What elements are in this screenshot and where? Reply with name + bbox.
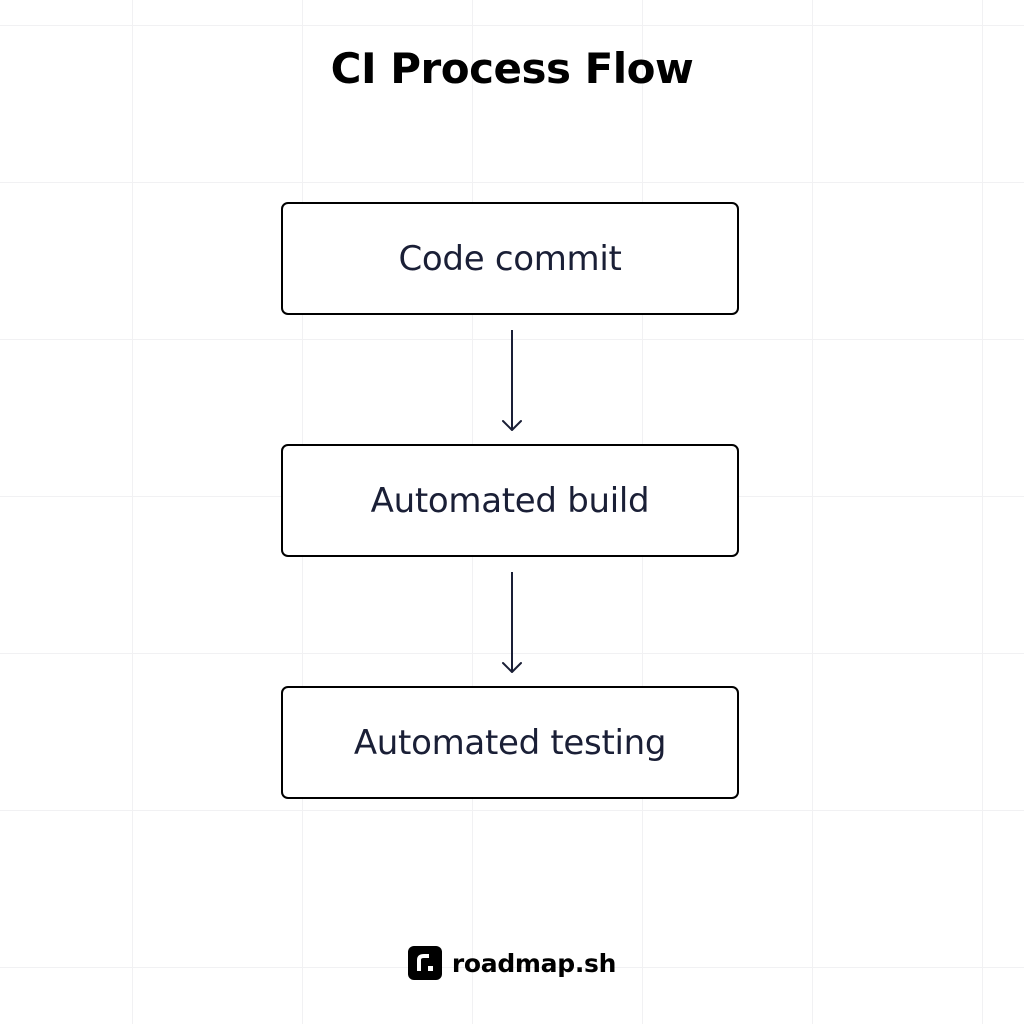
arrow-down-icon <box>502 330 522 431</box>
arrow-down-icon <box>502 572 522 673</box>
brand-name: roadmap.sh <box>451 948 617 978</box>
diagram-title: CI Process Flow <box>330 44 694 93</box>
step-label: Automated build <box>370 480 650 521</box>
brand-footer: roadmap.sh <box>0 946 1024 980</box>
roadmap-logo-icon <box>407 946 442 980</box>
step-box-automated-build: Automated build <box>281 444 739 557</box>
step-label: Automated testing <box>353 722 667 763</box>
step-label: Code commit <box>398 238 622 279</box>
step-box-automated-testing: Automated testing <box>281 686 739 799</box>
step-box-code-commit: Code commit <box>281 202 739 315</box>
